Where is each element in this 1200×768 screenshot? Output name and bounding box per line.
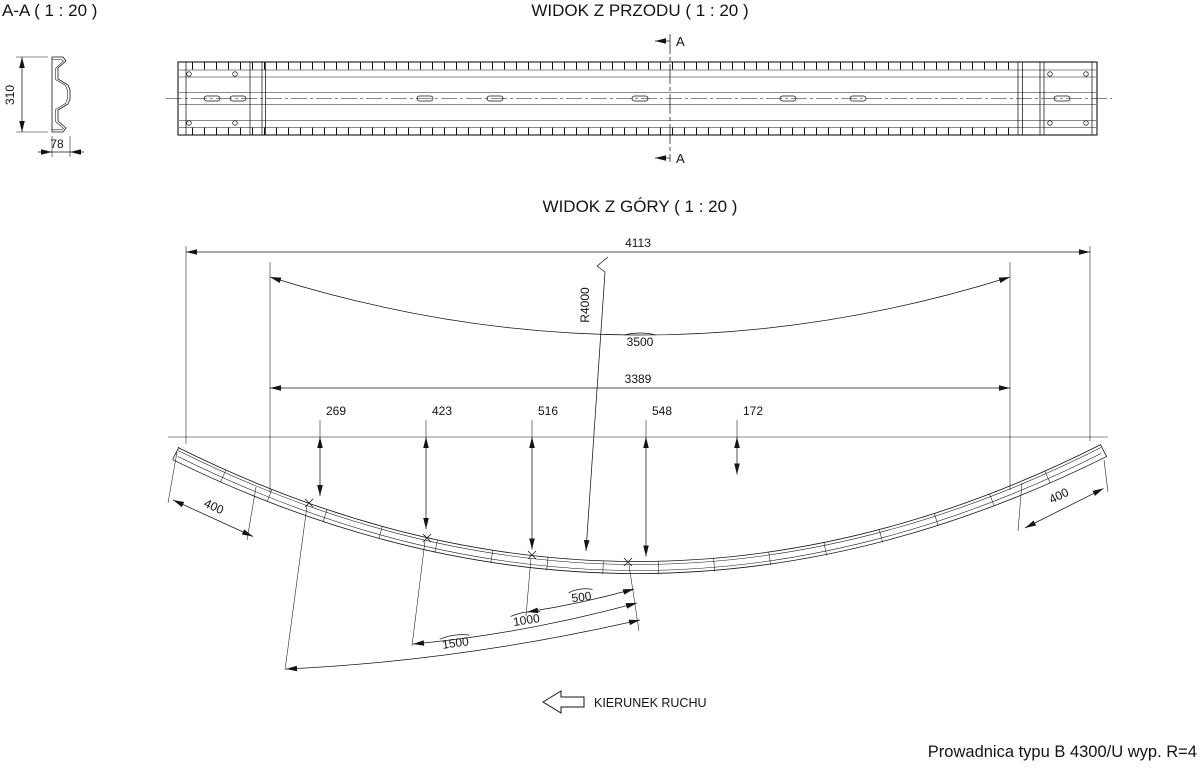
arc-length-dims: 500 1000 1500	[284, 505, 641, 672]
bolt-holes	[186, 71, 1089, 126]
dim-3389-text: 3389	[625, 372, 652, 386]
dim-3389: 3389	[270, 372, 1010, 391]
section-view-title: A-A ( 1 : 20 )	[2, 1, 97, 20]
dim-423-text: 423	[432, 404, 452, 418]
dim-516-text: 516	[538, 404, 558, 418]
dim-r4000: R4000	[578, 256, 609, 552]
dim-3500-text: 3500	[627, 335, 654, 349]
dim-78-text: 78	[50, 137, 64, 151]
dim-310: 310	[3, 56, 48, 133]
dim-1500-text: 1500	[441, 634, 470, 652]
dim-400-right-text: 400	[1047, 485, 1071, 507]
dim-269-text: 269	[326, 404, 346, 418]
section-view: A-A ( 1 : 20 ) 310 78	[2, 1, 97, 157]
direction-indicator: KIERUNEK RUCHU	[542, 690, 707, 714]
dim-3500: 3500	[269, 262, 1011, 492]
dim-400-left: 400	[167, 451, 257, 541]
dim-548-text: 548	[652, 404, 672, 418]
dim-78: 78	[38, 136, 84, 157]
guardrail-front	[166, 61, 1112, 136]
drawing-caption: Prowadnica typu B 4300/U wyp. R=4	[928, 743, 1197, 761]
station-marks	[304, 498, 633, 567]
dim-4113: 4113	[185, 236, 1091, 444]
dim-310-text: 310	[3, 85, 17, 105]
cut-label-bottom: A	[676, 151, 685, 166]
top-view: WIDOK Z GÓRY ( 1 : 20 ) 4113	[167, 197, 1109, 672]
top-view-title: WIDOK Z GÓRY ( 1 : 20 )	[543, 197, 738, 216]
section-profile	[51, 56, 71, 133]
guardrail-plan	[172, 444, 1108, 575]
front-view: WIDOK Z PRZODU ( 1 : 20 )	[166, 1, 1112, 166]
dim-400-left-text: 400	[202, 496, 226, 517]
direction-label: KIERUNEK RUCHU	[594, 696, 707, 710]
dim-172-text: 172	[743, 404, 763, 418]
direction-arrow-icon	[542, 690, 585, 714]
dim-500-text: 500	[571, 589, 593, 606]
section-cut-line: A A	[655, 34, 685, 166]
dim-r4000-text: R4000	[578, 287, 592, 323]
dim-400-right: 400	[1017, 459, 1109, 532]
dim-4113-text: 4113	[625, 236, 651, 250]
offset-dims: 269 423 516 548 172	[317, 404, 763, 557]
cut-label-top: A	[676, 34, 685, 49]
corrugation-ticks	[220, 469, 1051, 575]
front-view-title: WIDOK Z PRZODU ( 1 : 20 )	[531, 1, 748, 20]
